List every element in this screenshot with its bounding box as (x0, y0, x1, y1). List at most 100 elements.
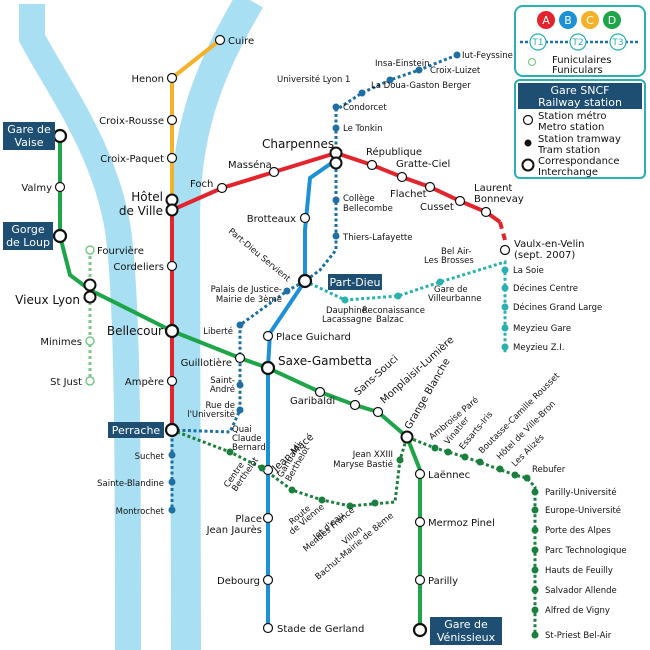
label-st-just: St Just (50, 377, 82, 388)
label-salvador: Salvador Allende (545, 586, 617, 596)
interchange-hotel-de-ville-2[interactable] (165, 203, 179, 217)
station-minimes[interactable] (85, 336, 95, 346)
label-brotteaux: Brotteaux (247, 214, 296, 225)
station-parilly[interactable] (414, 574, 426, 586)
interchange-gare-de-venissieux[interactable] (412, 622, 428, 638)
legend-rail-2: Railway station (538, 96, 622, 109)
station-henon[interactable] (166, 72, 178, 84)
station-garibaldi[interactable] (314, 386, 326, 398)
label-meyzieu-zi: Meyzieu Z.I. (513, 343, 564, 353)
label-thiers: Thiers-Lafayette (342, 233, 412, 243)
label-gare-vill-2: Villeurbanne (428, 294, 481, 304)
label-laennec: Laënnec (428, 470, 470, 481)
station-stade-de-gerland[interactable] (262, 622, 274, 634)
station-croix-rousse[interactable] (166, 114, 178, 126)
rail-box-part-dieu[interactable]: Part-Dieu (328, 274, 382, 290)
metro-line-a-east (171, 150, 502, 224)
legend-t3: T3 (611, 38, 623, 48)
legend-metro-en: Metro station (538, 122, 604, 133)
station-cusset[interactable] (454, 195, 466, 207)
station-place-jean-jaures[interactable] (262, 512, 274, 524)
rhone-river (169, 0, 263, 650)
metro-line-d (58, 136, 422, 630)
station-massena[interactable] (268, 166, 280, 178)
tram-line-t1 (170, 53, 458, 510)
interchange-vieux-lyon-2[interactable] (83, 290, 97, 304)
label-jean-xxiii-1: Jean XXIII (352, 450, 393, 460)
label-decines-gl: Décines Grand Large (513, 302, 602, 313)
label-place-jj-2: Jean Jaurès (206, 524, 262, 536)
interchange-saxe-gambetta[interactable] (260, 360, 276, 376)
label-gare-vill-1: Gare de (434, 285, 468, 295)
metro-line-a-extension (498, 221, 507, 241)
svg-text:Vénissieux: Vénissieux (437, 631, 496, 644)
station-republique[interactable] (366, 159, 378, 171)
label-reconn-1: Reconaissance (362, 306, 425, 316)
label-porte-alpes: Porte des Alpes (545, 526, 611, 536)
legend-t1: T1 (531, 38, 543, 48)
legend-t2: T2 (571, 38, 583, 48)
label-republique: République (366, 146, 422, 158)
interchange-gorge-de-loup[interactable] (52, 228, 68, 244)
label-parilly: Parilly (428, 576, 458, 587)
interchange-gare-de-vaise[interactable] (52, 128, 68, 144)
label-decines-c: Décines Centre (513, 283, 578, 294)
label-saint-andre-2: André (210, 384, 235, 395)
station-guillotiere[interactable] (234, 352, 246, 364)
station-croix-paquet[interactable] (166, 152, 178, 164)
station-valmy[interactable] (54, 181, 66, 193)
station-debourg[interactable] (262, 574, 274, 586)
label-bel-air-2: Les Brosses (424, 256, 474, 266)
station-sans-souci[interactable] (349, 399, 361, 411)
label-rebufer: Rebufer (532, 465, 566, 475)
interchange-charpennes-2[interactable] (329, 156, 343, 170)
svg-text:Perrache: Perrache (112, 424, 161, 437)
label-charpennes: Charpennes (262, 137, 334, 151)
label-cusset: Cusset (420, 202, 454, 213)
interchange-bellecour[interactable] (164, 323, 180, 339)
station-brotteaux[interactable] (299, 212, 311, 224)
label-hotel-1: Hôtel (131, 190, 163, 204)
label-place-guichard: Place Guichard (276, 332, 351, 343)
label-meyzieu-g: Meyzieu Gare (513, 324, 571, 334)
label-tonkin: Le Tonkin (343, 124, 383, 134)
label-cordeliers: Cordeliers (113, 262, 164, 273)
label-laurent-1: Laurent (474, 183, 512, 194)
metro-line-b (266, 158, 338, 628)
station-flachet[interactable] (424, 181, 436, 193)
rail-box-gorge-de-loup[interactable]: Gorge de Loup (3, 222, 53, 250)
station-vaulx-en-velin[interactable] (499, 244, 511, 256)
interchange-grange-blanche[interactable] (400, 430, 414, 444)
svg-text:Gorge: Gorge (11, 223, 45, 236)
station-ampere[interactable] (166, 375, 178, 387)
interchange-part-dieu[interactable] (297, 273, 313, 289)
label-massena: Masséna (228, 159, 272, 171)
label-suchet: Suchet (135, 452, 165, 462)
svg-text:de Loup: de Loup (6, 236, 50, 249)
interchange-perrache[interactable] (164, 422, 180, 438)
station-monplaisir[interactable] (372, 406, 384, 418)
legend-inter-en: Interchange (538, 167, 598, 178)
station-cordeliers[interactable] (166, 260, 178, 272)
rail-box-venissieux[interactable]: Gare de Vénissieux (430, 617, 502, 645)
station-laurent-bonnevay[interactable] (480, 206, 492, 218)
station-gratte-ciel[interactable] (396, 171, 408, 183)
label-dauphine-2: Lacassagne (322, 315, 372, 325)
station-st-just[interactable] (85, 376, 95, 386)
station-cuire[interactable] (214, 34, 226, 46)
label-laurent-2: Bonnevay (474, 194, 524, 205)
station-place-guichard[interactable] (262, 330, 274, 342)
label-croix-paquet: Croix-Paquet (100, 154, 164, 165)
station-mermoz-pinel[interactable] (414, 516, 426, 528)
label-doua: La Doua-Gaston Berger (371, 81, 471, 91)
legend-lines: A B C D T1 T2 T3 Funiculaires Funiculars (514, 5, 646, 77)
interchange-vieux-lyon-1[interactable] (83, 278, 97, 292)
station-fourviere[interactable] (85, 245, 95, 255)
rail-box-perrache[interactable]: Perrache (108, 422, 164, 438)
rail-box-vaise[interactable]: Gare de Vaise (3, 122, 55, 150)
label-liberte: Liberté (203, 326, 233, 337)
legend-letter-b: B (564, 14, 572, 27)
label-minimes: Minimes (40, 337, 82, 348)
station-foch[interactable] (216, 182, 228, 194)
station-laennec[interactable] (414, 468, 426, 480)
